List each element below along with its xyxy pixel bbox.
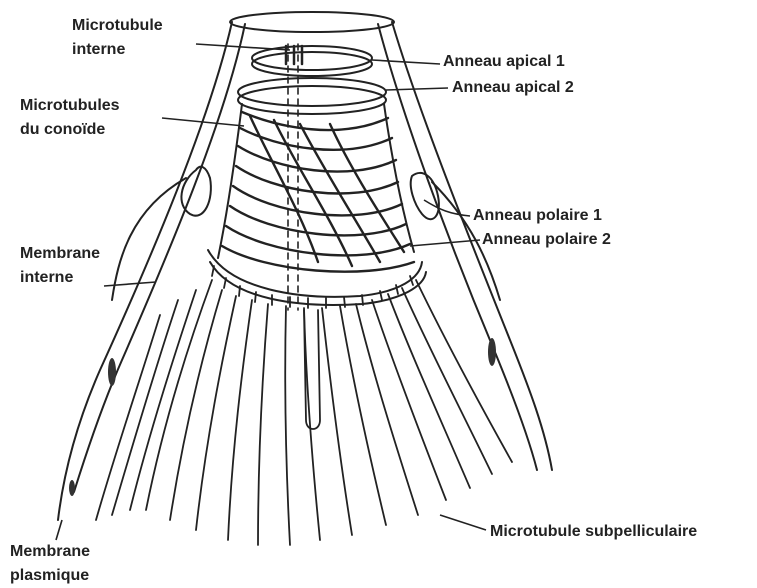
label-anneau-polaire-1: Anneau polaire 1 <box>473 204 602 228</box>
conoid-left-edge <box>218 104 242 258</box>
label-membrane-interne: Membrane interne <box>20 242 100 290</box>
leader-anneau-apical-2 <box>386 88 448 90</box>
label-microtubule-interne: Microtubule interne <box>72 14 163 62</box>
label-anneau-polaire-2: Anneau polaire 2 <box>482 228 611 252</box>
label-microtubules-conoide: Microtubules du conoïde <box>20 94 120 142</box>
leader-microtubule-subpelliculaire <box>440 515 486 530</box>
label-anneau-apical-1: Anneau apical 1 <box>443 50 565 74</box>
label-microtubule-subpelliculaire: Microtubule subpelliculaire <box>490 520 697 544</box>
leader-membrane-interne <box>104 282 156 286</box>
conoid-spirals <box>222 112 414 272</box>
apical-ring-1 <box>252 46 372 70</box>
apical-ring-2 <box>238 78 386 106</box>
leader-membrane-plasmique <box>56 520 62 540</box>
membrane-pocket-right <box>488 338 496 366</box>
label-membrane-plasmique: Membrane plasmique <box>10 540 90 588</box>
leader-microtubule-interne <box>196 44 290 50</box>
inner-microtubule <box>288 44 298 310</box>
apical-opening <box>230 12 394 32</box>
leader-anneau-polaire-2 <box>410 240 480 246</box>
leader-anneau-polaire-1 <box>424 200 470 216</box>
label-anneau-apical-2: Anneau apical 2 <box>452 76 574 100</box>
membrane-pocket-left <box>108 358 116 386</box>
